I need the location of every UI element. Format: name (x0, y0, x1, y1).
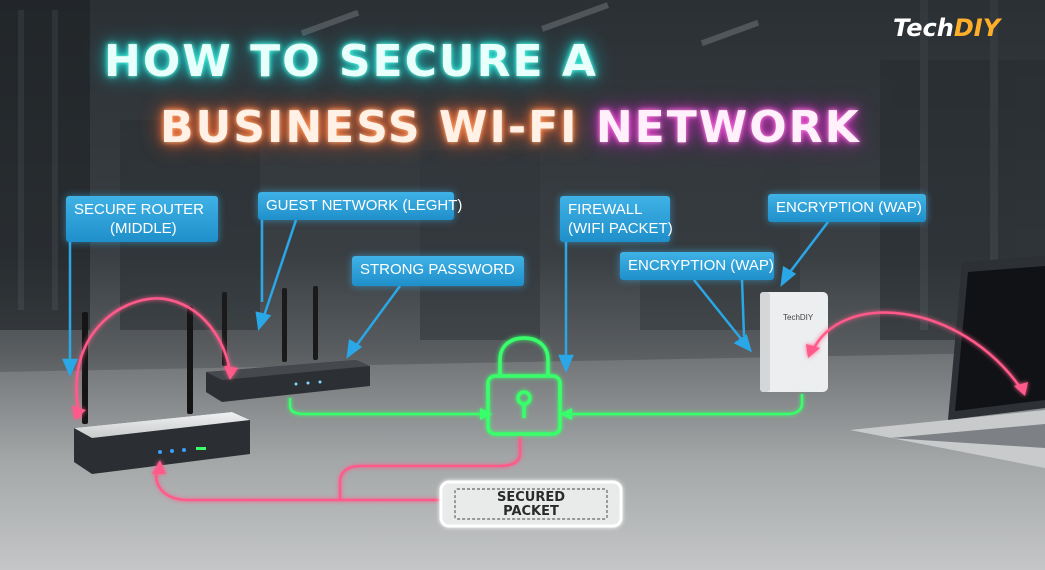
label-guest-network: GUEST NETWORK (LEGHT) (258, 192, 462, 220)
back-router (206, 286, 370, 402)
device-brand: TechDIY (783, 313, 814, 322)
label-encryption-left: ENCRYPTION (WAP) (620, 252, 774, 280)
logo-diy: DIY (953, 14, 1001, 42)
label-firewall-line1: FIREWALL (568, 201, 643, 218)
secured-packet-badge-frame (439, 480, 623, 528)
techdiy-logo: TechDIY (893, 14, 1000, 42)
label-encryption-right: ENCRYPTION (WAP) (768, 194, 926, 222)
label-firewall: FIREWALL (WIFI PACKET) (560, 196, 673, 242)
packet-line1: SECURED (496, 490, 566, 505)
front-router (74, 306, 250, 474)
padlock-icon (486, 336, 562, 436)
label-strong-password: STRONG PASSWORD (352, 256, 524, 286)
headline-line-2: BUSINESS WI-FI NETWORK (160, 104, 861, 152)
label-secure-router: SECURE ROUTER (MIDDLE) (66, 196, 218, 242)
secure-connection-lines (288, 394, 804, 420)
headline-network: NETWORK (578, 102, 861, 153)
headline-line-1: HOW TO SECURE A (104, 36, 598, 87)
label-secure-router-line2: (MIDDLE) (110, 220, 177, 237)
label-firewall-line2: (WIFI PACKET) (568, 220, 673, 237)
logo-tech: Tech (893, 14, 954, 42)
secured-packet-badge: SECURED PACKET (441, 482, 621, 526)
data-flow-arcs (72, 297, 1028, 502)
packet-line2: PACKET (503, 504, 559, 519)
access-point: TechDIY (760, 292, 828, 392)
laptop (850, 256, 1045, 468)
callout-pointers (62, 219, 829, 378)
label-secure-router-line1: SECURE ROUTER (74, 201, 205, 218)
headline-business-wifi: BUSINESS WI-FI (160, 102, 579, 153)
desk-surface (0, 352, 1045, 570)
